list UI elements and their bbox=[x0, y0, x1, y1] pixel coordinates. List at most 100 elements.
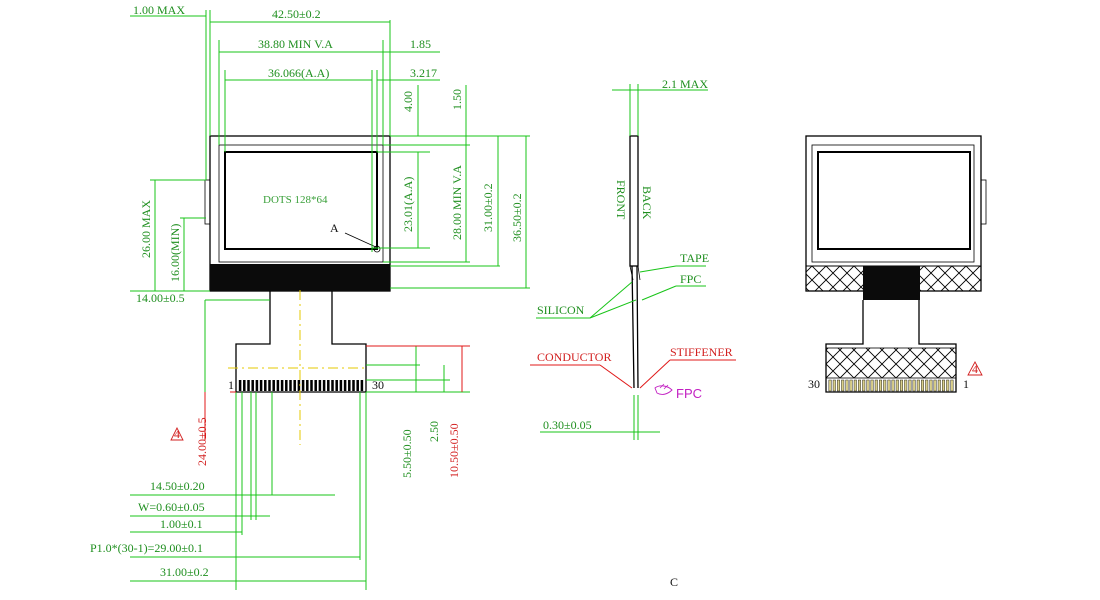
fpc-pin bbox=[887, 379, 891, 392]
dim-left-height-max: 26.00 MAX bbox=[139, 200, 153, 258]
fpc-pin bbox=[866, 379, 870, 392]
fpc-pin bbox=[874, 379, 878, 392]
fpc-outline bbox=[235, 291, 367, 393]
label-silicon: SILICON bbox=[537, 303, 585, 317]
label-fpc: FPC bbox=[680, 272, 701, 286]
revision-triangle-left bbox=[170, 426, 184, 441]
fpc-pin bbox=[255, 380, 259, 391]
dim-right-offset-2: 3.217 bbox=[410, 66, 437, 80]
sealing-bar bbox=[210, 264, 390, 291]
side-fpc-bend bbox=[629, 265, 641, 281]
dim-pitch: P1.0*(30-1)=29.00±0.1 bbox=[90, 541, 203, 555]
back-pin-first: 1 bbox=[963, 377, 969, 391]
fpc-pin bbox=[908, 379, 912, 392]
dim-fpc-length: 24.00±0.5 bbox=[195, 417, 209, 466]
revision-marks: 4 bbox=[170, 345, 470, 441]
dimension-lines bbox=[130, 10, 530, 590]
fpc-pin bbox=[912, 379, 916, 392]
fpc-pin bbox=[845, 379, 849, 392]
dots-label: DOTS 128*64 bbox=[263, 194, 328, 206]
dim-tail-3: 10.50±0.50 bbox=[447, 423, 461, 478]
fpc-pin bbox=[268, 380, 271, 391]
dim-tail-1: 5.50±0.50 bbox=[400, 429, 414, 478]
pin-first-label: 1 bbox=[228, 378, 234, 392]
dim-fpc-thickness: 0.30±0.05 bbox=[543, 418, 592, 432]
fpc-pin bbox=[862, 379, 866, 392]
side-glass bbox=[629, 135, 639, 267]
dim-aa-width: 36.066(A.A) bbox=[268, 66, 329, 80]
fpc-pin-row bbox=[238, 380, 364, 391]
active-area bbox=[224, 151, 378, 250]
back-fpc bbox=[825, 300, 957, 393]
dim-top-offset-1: 4.00 bbox=[401, 91, 415, 112]
fpc-pin bbox=[251, 380, 254, 391]
back-ic bbox=[863, 266, 920, 300]
label-front: FRONT bbox=[614, 180, 628, 220]
fpc-pin bbox=[289, 380, 292, 391]
fpc-pin bbox=[348, 380, 351, 391]
fpc-pin bbox=[318, 380, 322, 391]
fpc-pin bbox=[849, 379, 853, 392]
dim-side-thickness: 2.1 MAX bbox=[662, 77, 708, 91]
fpc-pin bbox=[314, 380, 317, 391]
fpc-pin bbox=[276, 380, 280, 391]
dim-pin-edge: 1.00±0.1 bbox=[160, 517, 203, 531]
dim-top-offset-2: 1.50 bbox=[450, 89, 464, 110]
dim-fpc-offset: 14.00±0.5 bbox=[136, 291, 185, 305]
label-conductor: CONDUCTOR bbox=[537, 350, 611, 364]
fpc-pin bbox=[828, 379, 832, 392]
fpc-pin bbox=[360, 380, 364, 391]
fpc-pin bbox=[904, 379, 908, 392]
fpc-pin bbox=[879, 379, 882, 392]
dim-aa-height: 23.01(A.A) bbox=[401, 177, 415, 232]
dim-fpc-width: 31.00±0.2 bbox=[160, 565, 209, 579]
fpc-pin bbox=[942, 379, 945, 392]
detail-a-label: A bbox=[330, 221, 339, 235]
fpc-pin bbox=[297, 380, 301, 391]
fpc-pin bbox=[925, 379, 929, 392]
revision-triangle-right bbox=[967, 361, 983, 376]
fpc-pin bbox=[937, 379, 941, 392]
fpc-pin bbox=[322, 380, 326, 391]
dim-left-height-min: 16.00(MIN) bbox=[168, 224, 182, 282]
detail-a-circle bbox=[373, 245, 381, 253]
fpc-pin bbox=[883, 379, 887, 392]
svg-text:4: 4 bbox=[174, 427, 180, 441]
fpc-pin bbox=[331, 380, 334, 391]
dim-pin-center: 14.50±0.20 bbox=[150, 479, 205, 493]
left-tab bbox=[204, 179, 211, 225]
fpc-pin bbox=[264, 380, 267, 391]
back-pin-last: 30 bbox=[808, 377, 820, 391]
dim-right-offset-1: 1.85 bbox=[410, 37, 431, 51]
fpc-pin bbox=[310, 380, 313, 391]
fpc-pin bbox=[243, 380, 246, 391]
fpc-pin bbox=[916, 379, 920, 392]
fpc-pin bbox=[352, 380, 355, 391]
back-tab bbox=[980, 179, 987, 225]
fpc-pin bbox=[841, 379, 845, 392]
svg-text:4: 4 bbox=[972, 362, 978, 376]
fpc-pin bbox=[921, 379, 924, 392]
footer-label: C bbox=[670, 575, 678, 589]
fpc-pin bbox=[900, 379, 903, 392]
dim-pin-width: W=0.60±0.05 bbox=[138, 500, 205, 514]
dim-total-height: 36.50±0.2 bbox=[510, 193, 524, 242]
back-window bbox=[817, 151, 971, 250]
pin-last-label: 30 bbox=[372, 378, 384, 392]
fpc-pin bbox=[858, 379, 861, 392]
fpc-pin bbox=[259, 380, 263, 391]
back-view: 30 1 4 bbox=[805, 135, 987, 393]
va-outline bbox=[218, 144, 384, 263]
fpc-pin bbox=[280, 380, 284, 391]
side-view: 2.1 MAX FRONT BACK TAPE FPC SILICON COND… bbox=[530, 77, 736, 440]
label-back: BACK bbox=[640, 186, 654, 220]
back-pin-row bbox=[828, 379, 954, 392]
fpc-pin bbox=[327, 380, 330, 391]
back-stiffener bbox=[825, 347, 957, 379]
fpc-pin bbox=[339, 380, 343, 391]
dim-tail-2: 2.50 bbox=[427, 421, 441, 442]
fpc-pin bbox=[247, 380, 250, 391]
label-fpc-callout: FPC bbox=[676, 386, 702, 401]
fpc-pin bbox=[238, 380, 242, 391]
